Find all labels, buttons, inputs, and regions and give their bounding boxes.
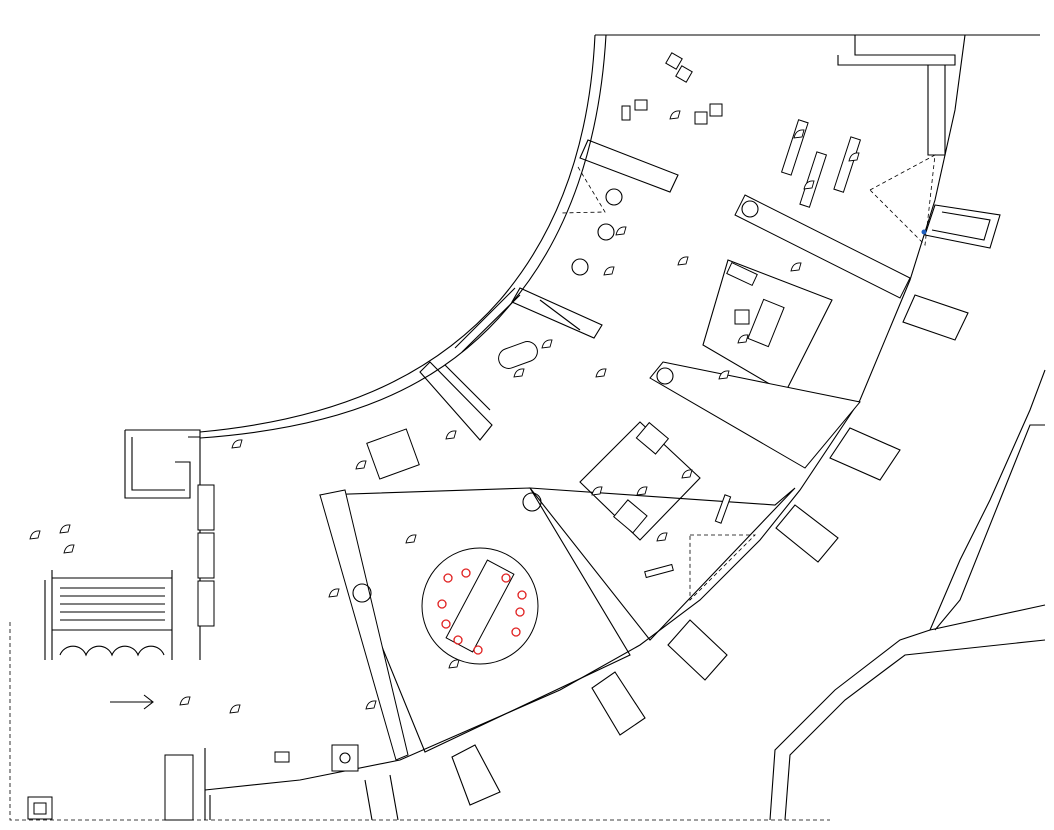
red-marker xyxy=(443,573,453,583)
chair-icon xyxy=(718,370,730,380)
platform-center xyxy=(579,421,701,541)
red-marker xyxy=(511,627,521,637)
chair-icon xyxy=(29,530,41,540)
dashed-zone xyxy=(559,154,936,601)
chair-icon xyxy=(405,534,417,544)
chair-icon xyxy=(59,524,71,534)
bench xyxy=(714,494,732,524)
red-marker xyxy=(461,568,471,578)
stool xyxy=(571,258,589,276)
chair-icon xyxy=(63,544,75,554)
chairs xyxy=(29,110,860,714)
window-bays xyxy=(451,204,1001,806)
stool xyxy=(597,223,615,241)
chair-icon xyxy=(355,460,367,470)
chair-icon xyxy=(803,180,815,190)
round-marker xyxy=(656,367,674,385)
table xyxy=(833,136,862,193)
chair-icon xyxy=(656,532,668,542)
chair-icon xyxy=(677,256,689,266)
chair-icon xyxy=(229,704,241,714)
boundary-dashed xyxy=(9,622,830,821)
entrance-arrow-icon xyxy=(110,694,154,710)
platform-long-right xyxy=(734,194,911,299)
chair-icon xyxy=(513,368,525,378)
chair-icon xyxy=(636,486,648,496)
table xyxy=(675,65,693,83)
red-marker xyxy=(437,599,447,609)
right-outer-wall xyxy=(929,369,1046,631)
table xyxy=(498,341,538,369)
platform-mid xyxy=(649,361,861,469)
panel xyxy=(197,580,215,627)
chair-icon xyxy=(595,368,607,378)
right-wall xyxy=(204,34,966,791)
table xyxy=(780,119,809,176)
outer-curved-wall xyxy=(199,34,596,433)
display xyxy=(726,261,758,287)
chair-icon xyxy=(669,110,681,120)
chair-icon xyxy=(848,152,860,162)
chair-icon xyxy=(737,334,749,344)
round-table-console xyxy=(445,559,515,653)
bench xyxy=(644,563,674,579)
lower-wall xyxy=(204,748,399,821)
chair-icon xyxy=(681,469,693,479)
red-marker xyxy=(441,619,451,629)
display xyxy=(635,421,670,455)
chair-icon xyxy=(591,486,603,496)
table xyxy=(274,751,290,763)
table xyxy=(366,428,420,480)
red-marker xyxy=(473,645,483,655)
round-marker xyxy=(741,200,759,218)
table xyxy=(709,103,723,117)
stairs xyxy=(44,570,173,660)
table xyxy=(799,151,828,208)
chair-icon xyxy=(541,339,553,349)
platform-wedge xyxy=(419,287,603,441)
left-rooms xyxy=(124,429,201,660)
chair-icon xyxy=(231,439,243,449)
display xyxy=(747,298,785,348)
panel xyxy=(197,484,215,531)
display-rail xyxy=(444,287,581,411)
table xyxy=(621,105,631,121)
red-marker xyxy=(501,573,511,583)
table xyxy=(665,52,683,70)
chair-icon xyxy=(365,700,377,710)
stool xyxy=(605,188,623,206)
chair-icon xyxy=(790,262,802,272)
top-wall xyxy=(595,34,1040,156)
table xyxy=(694,111,708,125)
kiosk xyxy=(331,744,359,772)
display xyxy=(734,309,750,325)
platform-top xyxy=(579,139,679,193)
chair-icon xyxy=(793,129,805,139)
chair-icon xyxy=(328,588,340,598)
red-marker xyxy=(515,607,525,617)
chair-icon xyxy=(603,266,615,276)
red-marker xyxy=(453,635,463,645)
round-table-markers xyxy=(437,568,527,655)
marker-dot xyxy=(921,229,927,235)
chair-icon xyxy=(445,430,457,440)
east-building xyxy=(769,629,1046,821)
lobby-block xyxy=(164,754,194,821)
panel xyxy=(197,532,215,579)
chair-icon xyxy=(179,696,191,706)
red-marker xyxy=(517,590,527,600)
chair-icon xyxy=(615,226,627,236)
column xyxy=(33,802,47,815)
kiosk-icon xyxy=(339,752,351,764)
table xyxy=(634,99,648,111)
display xyxy=(613,499,648,534)
round-marker xyxy=(522,492,542,512)
platform-large xyxy=(319,487,796,753)
platform-left-long xyxy=(319,489,409,761)
round-marker xyxy=(352,583,372,603)
chair-icon xyxy=(448,659,460,669)
inner-curved-wall xyxy=(199,34,607,439)
